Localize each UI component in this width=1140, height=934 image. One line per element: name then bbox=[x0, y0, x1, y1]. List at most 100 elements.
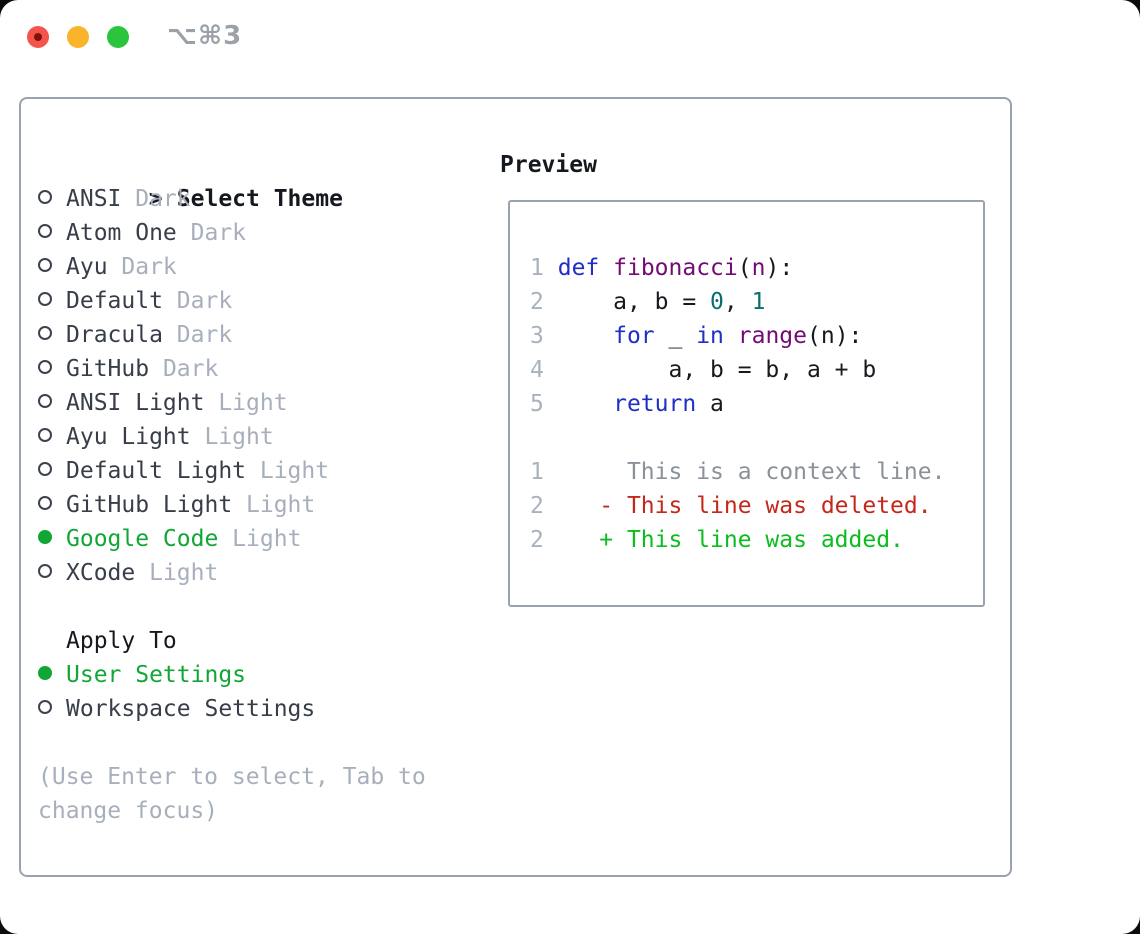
code-token-plain: ): bbox=[765, 255, 794, 281]
apply-to-option-label: User Settings bbox=[66, 662, 247, 688]
apply-to-title: Apply To bbox=[66, 628, 177, 654]
radio-unselected-icon bbox=[38, 360, 52, 374]
preview-title: Preview bbox=[500, 152, 597, 178]
theme-variant-label: Dark bbox=[162, 322, 233, 348]
code-token-num: 0 bbox=[710, 289, 724, 315]
theme-item-label: Google Code bbox=[66, 526, 219, 552]
code-line: 5 return a bbox=[530, 387, 983, 421]
radio-unselected-icon bbox=[38, 700, 52, 714]
code-token-fn: fibonacci bbox=[613, 255, 738, 281]
theme-variant-label: Dark bbox=[149, 356, 219, 382]
code-token-del: - This line was deleted. bbox=[557, 493, 932, 519]
prompt-caret-icon: > bbox=[148, 186, 163, 212]
theme-item-label: ANSI Light bbox=[66, 390, 205, 416]
apply-to-option[interactable]: Workspace Settings bbox=[38, 692, 453, 726]
line-number: 2 bbox=[530, 493, 544, 519]
radio-selected-icon bbox=[38, 530, 52, 544]
theme-item-label: ANSI bbox=[66, 186, 122, 212]
theme-item-label: Default Light bbox=[66, 458, 247, 484]
code-token-plain: a, b = b, a + b bbox=[557, 357, 877, 383]
code-token-plain: ( bbox=[737, 255, 752, 281]
theme-variant-label: Dark bbox=[107, 254, 177, 280]
code-line: 3 for _ in range(n): bbox=[530, 319, 983, 353]
code-token-ctx: This is a context line. bbox=[557, 459, 946, 485]
apply-to-option-label: Workspace Settings bbox=[66, 696, 316, 722]
theme-item-label: GitHub Light bbox=[66, 492, 233, 518]
theme-item[interactable]: Default Light Light bbox=[38, 454, 453, 488]
code-line: 4 a, b = b, a + b bbox=[530, 353, 983, 387]
theme-item[interactable]: XCode Light bbox=[38, 556, 453, 590]
theme-variant-label: Dark bbox=[121, 186, 191, 212]
theme-item[interactable]: Dracula Dark bbox=[38, 318, 453, 352]
line-number: 2 bbox=[530, 527, 544, 553]
select-theme-header: > Select Theme bbox=[38, 148, 453, 212]
line-number: 3 bbox=[530, 323, 544, 349]
radio-unselected-icon bbox=[38, 428, 52, 442]
radio-unselected-icon bbox=[38, 258, 52, 272]
code-token-kw: def bbox=[557, 255, 600, 281]
help-text: (Use Enter to select, Tab to change focu… bbox=[38, 764, 426, 824]
close-button[interactable] bbox=[27, 26, 49, 48]
code-line: 2 + This line was added. bbox=[530, 523, 983, 557]
zoom-button[interactable] bbox=[107, 26, 129, 48]
theme-variant-label: Light bbox=[190, 424, 274, 450]
radio-selected-icon bbox=[38, 666, 52, 680]
line-number: 1 bbox=[530, 459, 544, 485]
code-token-plain bbox=[558, 391, 613, 417]
theme-item[interactable]: Default Dark bbox=[38, 284, 453, 318]
theme-item[interactable]: Ayu Dark bbox=[38, 250, 453, 284]
code-token-plain: (n): bbox=[807, 323, 863, 349]
theme-item[interactable]: GitHub Dark bbox=[38, 352, 453, 386]
theme-item[interactable]: ANSI Light Light bbox=[38, 386, 453, 420]
line-number: 5 bbox=[530, 391, 544, 417]
line-number: 1 bbox=[530, 255, 544, 281]
theme-variant-label: Light bbox=[218, 526, 302, 552]
code-line: 2 - This line was deleted. bbox=[530, 489, 983, 523]
line-number: 2 bbox=[530, 289, 544, 315]
line-number: 4 bbox=[530, 357, 544, 383]
radio-unselected-icon bbox=[38, 224, 52, 238]
code-token-plain bbox=[558, 323, 613, 349]
theme-item-label: XCode bbox=[66, 560, 136, 586]
code-token-plain bbox=[724, 323, 738, 349]
window-title-shortcut: ⌥⌘3 bbox=[167, 21, 243, 51]
theme-variant-label: Light bbox=[135, 560, 219, 586]
apply-to-option[interactable]: User Settings bbox=[38, 658, 453, 692]
radio-unselected-icon bbox=[38, 394, 52, 408]
code-token-num: 1 bbox=[751, 289, 766, 315]
code-line: 1 def fibonacci(n): bbox=[530, 251, 983, 285]
code-token-kw: in bbox=[696, 323, 724, 349]
radio-unselected-icon bbox=[38, 292, 52, 306]
radio-unselected-icon bbox=[38, 564, 52, 578]
code-token-fn: range bbox=[737, 323, 808, 349]
minimize-button[interactable] bbox=[67, 26, 89, 48]
code-token-plain: _ bbox=[654, 323, 697, 349]
theme-variant-label: Dark bbox=[162, 288, 233, 314]
theme-item[interactable]: ANSI Dark bbox=[38, 182, 453, 216]
theme-variant-label: Light bbox=[204, 390, 288, 416]
theme-item-label: GitHub bbox=[66, 356, 150, 382]
theme-item-label: Atom One bbox=[66, 220, 177, 246]
titlebar: ⌥⌘3 bbox=[0, 0, 1140, 74]
code-token-kw: for bbox=[613, 323, 655, 349]
theme-item[interactable]: Atom One Dark bbox=[38, 216, 453, 250]
radio-unselected-icon bbox=[38, 190, 52, 204]
theme-item[interactable]: Google Code Light bbox=[38, 522, 453, 556]
code-line: 1 This is a context line. bbox=[530, 455, 983, 489]
theme-variant-label: Light bbox=[246, 458, 330, 484]
code-token-fn: n bbox=[751, 255, 766, 281]
select-theme-title: Select Theme bbox=[176, 186, 343, 212]
radio-unselected-icon bbox=[38, 326, 52, 340]
theme-item[interactable]: GitHub Light Light bbox=[38, 488, 453, 522]
code-token-add: + This line was added. bbox=[557, 527, 904, 553]
code-token-plain: a bbox=[696, 391, 724, 417]
theme-item[interactable]: Ayu Light Light bbox=[38, 420, 453, 454]
theme-item-label: Ayu bbox=[66, 254, 108, 280]
radio-unselected-icon bbox=[38, 496, 52, 510]
theme-item-label: Dracula bbox=[66, 322, 163, 348]
